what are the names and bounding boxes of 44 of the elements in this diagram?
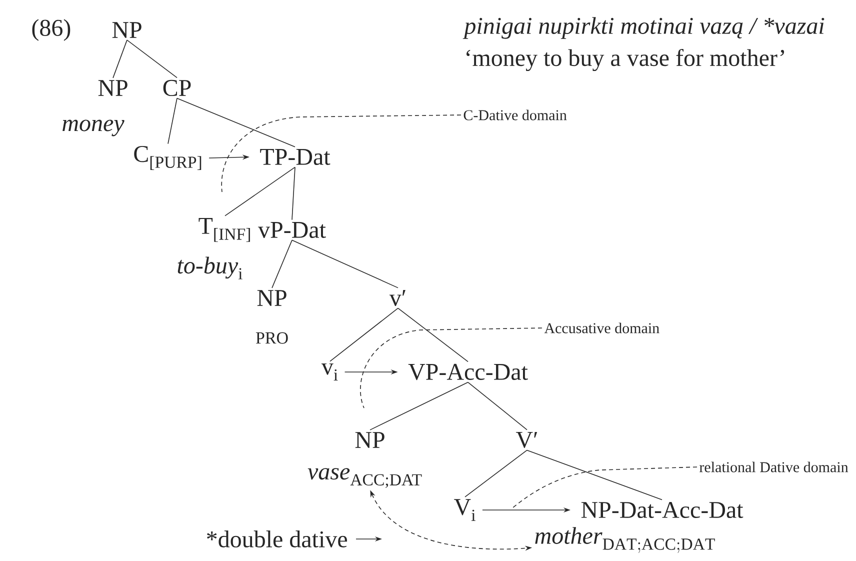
tree-branch (272, 240, 292, 288)
tree-branch (168, 98, 178, 144)
example-text: pinigai nupirkti motinai vazą / *vazai (462, 17, 824, 39)
lexical-item: money (62, 120, 124, 136)
tree-branch (112, 40, 128, 78)
tree-node-label: VP-Acc-Dat (408, 364, 528, 380)
tree-branch (330, 308, 398, 362)
tree-branch (126, 40, 178, 78)
tree-branch (292, 240, 398, 288)
tree-node-label: NP (98, 80, 128, 96)
tree-node-label: C$_{[PURP]}$ (134, 146, 202, 170)
tree-node-label: v′ (389, 290, 406, 306)
tree-branch (468, 382, 528, 430)
example-text: (86) (32, 19, 70, 41)
tree-node-label: $\mathit{mother}_{\mathrm{DAT;ACC;DAT}}$ (535, 527, 715, 553)
annotation-text: *double dative (207, 530, 347, 548)
tree-node-label: TP-Dat (260, 149, 330, 165)
domain-label: Accusative domain (544, 322, 660, 334)
tree-branch (176, 98, 296, 148)
domain-label: C-Dative domain (464, 110, 567, 120)
tree-branch (370, 382, 468, 430)
tree-branch (292, 166, 296, 220)
tree-branch (526, 450, 662, 500)
tree-node-label: V′ (516, 432, 538, 448)
tree-branch (224, 166, 296, 216)
tree-node-label: vase$_{ACC;DAT}$ (308, 468, 422, 488)
tree-branch (464, 450, 528, 498)
lexical-item: to-buy$_{i}$ (178, 256, 242, 280)
leader-line (512, 466, 698, 508)
tree-node-label: T$_{[INF]}$ (198, 218, 250, 242)
tree-node-label: NP (355, 432, 384, 448)
tree-node-label: NP (112, 22, 142, 38)
tree-node-label: v$_{i}$ (321, 364, 338, 380)
tree-node-label: NP (257, 290, 286, 306)
tree-node-label: V$_{i}$ (454, 499, 476, 521)
tree-node-label: NP-Dat-Acc-Dat (581, 502, 744, 518)
leader-line (360, 328, 542, 408)
domain-label: relational Dative domain (700, 462, 848, 472)
tree-node-label: vP-Dat (258, 222, 326, 238)
tree-node-label: CP (163, 80, 191, 96)
lexical-item: PRO (256, 332, 288, 344)
example-text: ‘money to buy a vase for mother’ (466, 48, 784, 72)
leader-line (221, 114, 462, 192)
tree-branch (398, 308, 468, 362)
